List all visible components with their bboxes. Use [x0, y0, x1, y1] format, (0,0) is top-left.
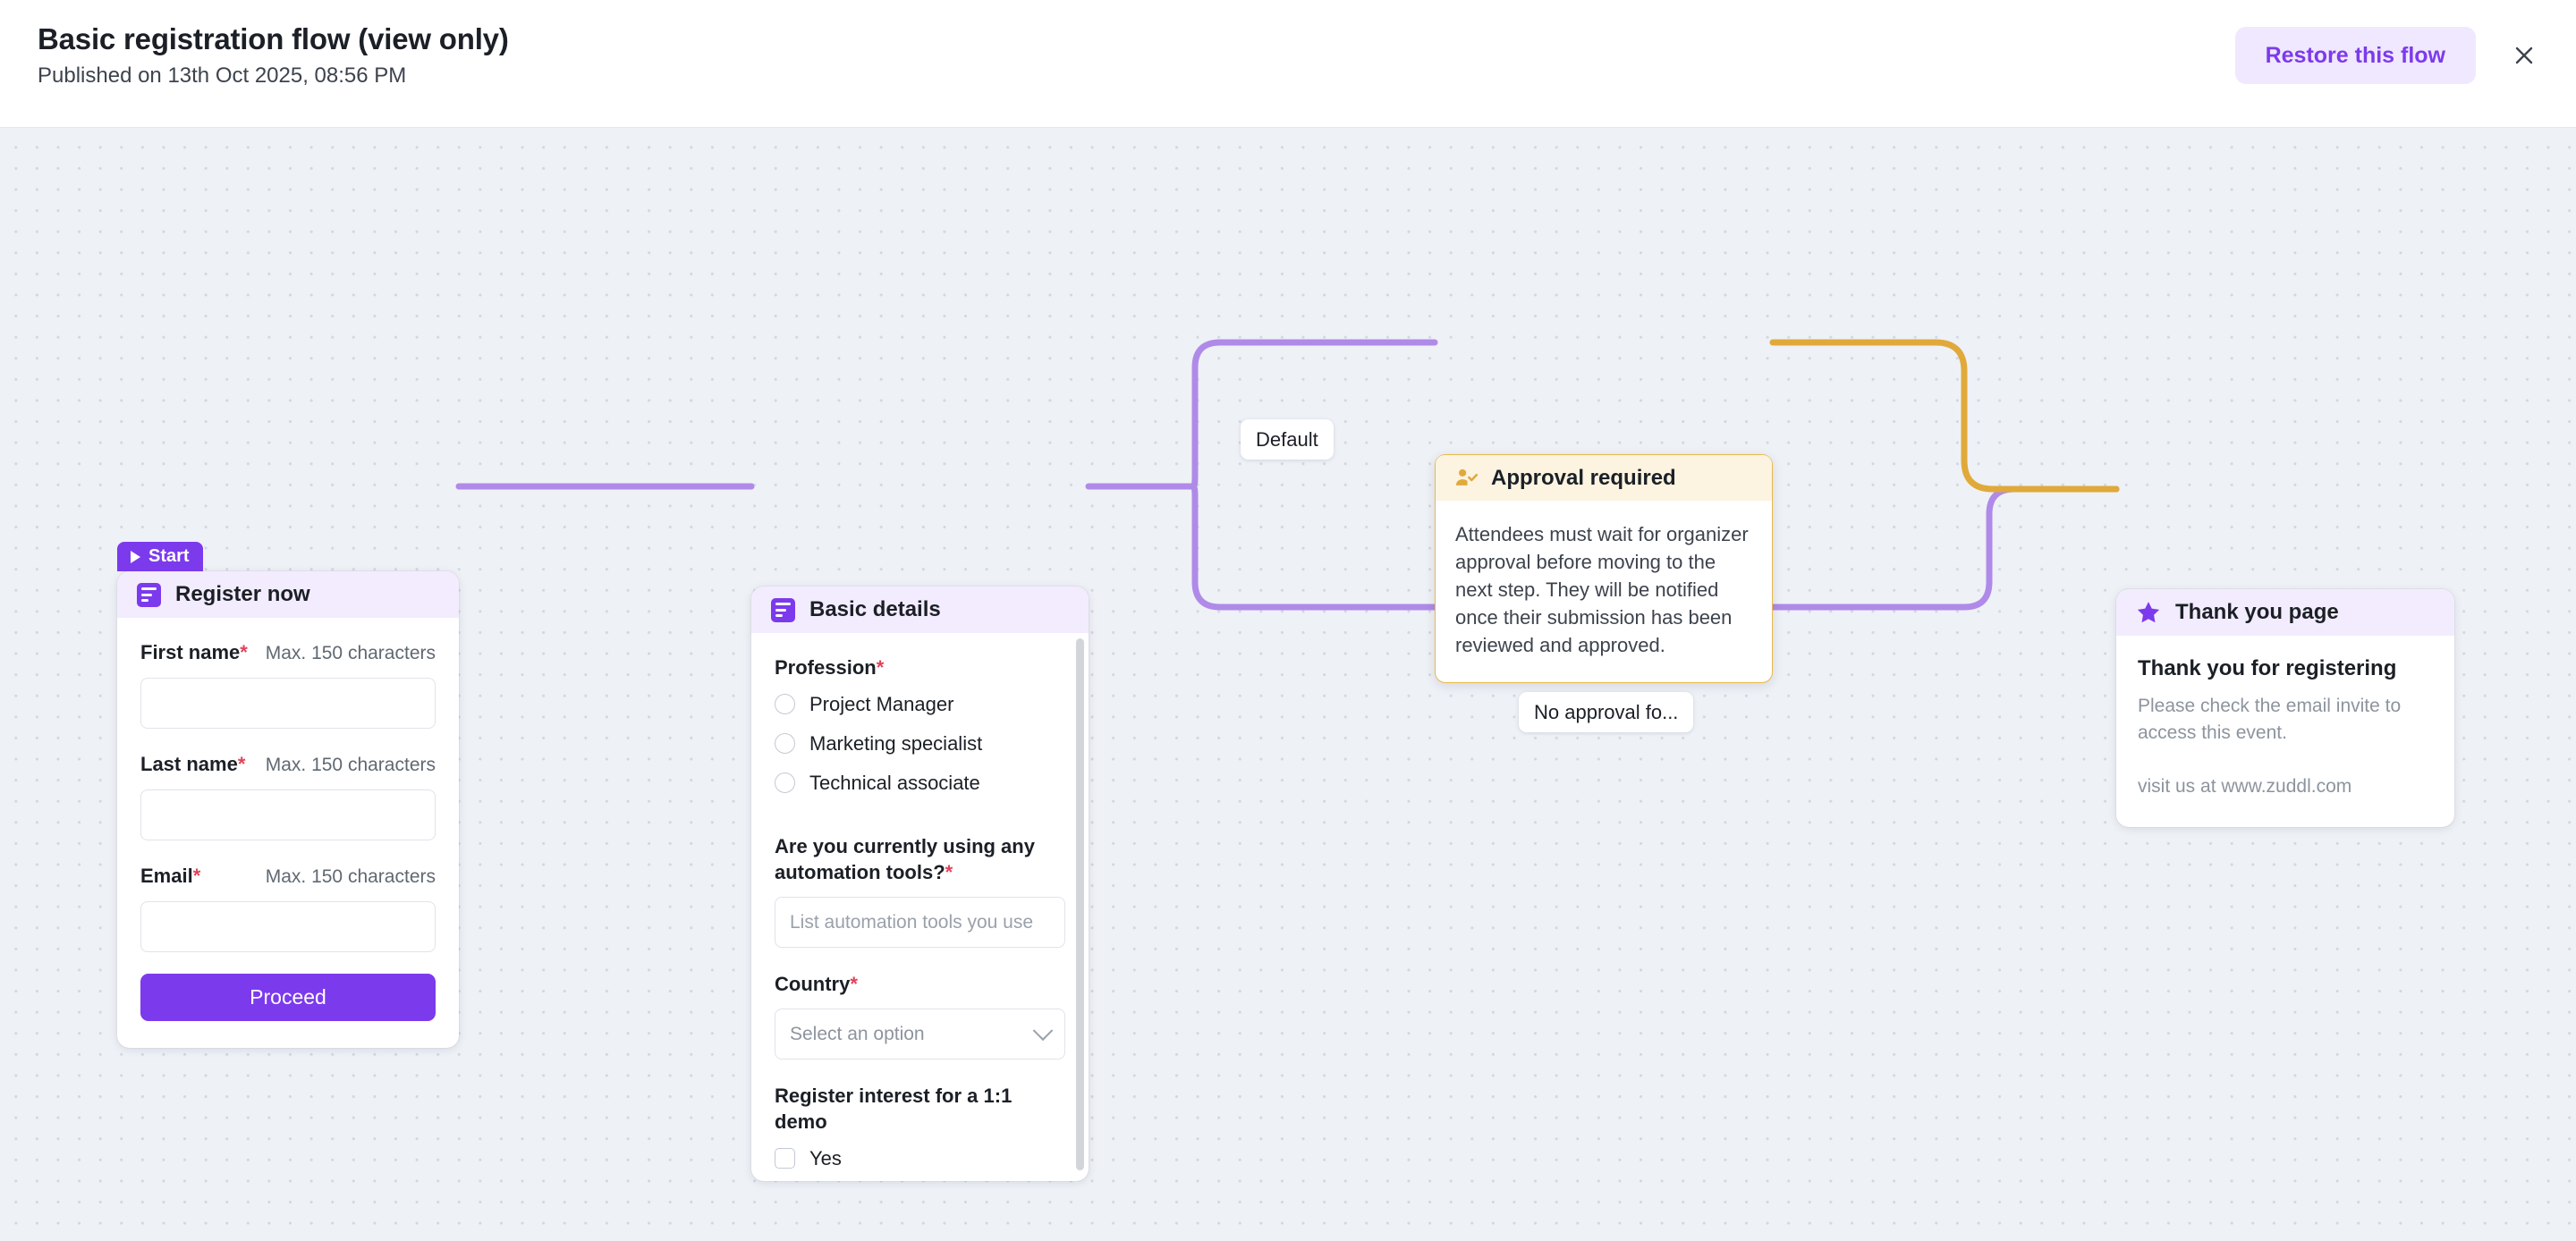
- restore-flow-button[interactable]: Restore this flow: [2234, 27, 2476, 84]
- spacer: [775, 810, 1065, 833]
- country-select[interactable]: Select an option: [775, 1009, 1065, 1059]
- header-titleblock: Basic registration flow (view only) Publ…: [38, 21, 509, 91]
- automation-tools-input[interactable]: [775, 897, 1065, 948]
- node-register-title: Register now: [175, 582, 310, 606]
- edge-label-default[interactable]: Default: [1241, 419, 1334, 460]
- radio-label: Technical associate: [809, 772, 980, 794]
- header-actions: Restore this flow: [2234, 27, 2544, 84]
- node-register-header: Register now: [117, 571, 459, 618]
- node-basic-details[interactable]: Basic details Profession* Project Manage…: [751, 587, 1089, 1181]
- country-label: Country*: [775, 973, 858, 995]
- node-thank-you-page[interactable]: Thank you page Thank you for registering…: [2116, 589, 2454, 827]
- spacer: [775, 1059, 1065, 1083]
- start-badge: Start: [117, 542, 203, 571]
- edge-label-no-approval[interactable]: No approval fo...: [1519, 692, 1694, 732]
- checkbox-yes[interactable]: Yes: [775, 1146, 1065, 1170]
- field-last-name-hint: Max. 150 characters: [265, 755, 436, 775]
- radio-project-manager[interactable]: Project Manager: [775, 692, 1065, 716]
- proceed-button[interactable]: Proceed: [140, 974, 436, 1021]
- last-name-input[interactable]: [140, 789, 436, 840]
- radio-marketing-specialist[interactable]: Marketing specialist: [775, 731, 1065, 756]
- spacer: [775, 948, 1065, 971]
- thankyou-link-text: visit us at www.zuddl.com: [2138, 776, 2352, 797]
- field-email-labelrow: Email* Max. 150 characters: [140, 865, 436, 889]
- node-thankyou-header: Thank you page: [2116, 589, 2454, 636]
- close-icon: [2511, 42, 2538, 69]
- radio-icon: [775, 733, 795, 754]
- demo-interest-label: Register interest for a 1:1 demo: [775, 1085, 1013, 1133]
- thankyou-text: Please check the email invite to access …: [2138, 696, 2402, 743]
- form-icon: [137, 582, 161, 607]
- field-email: Email* Max. 150 characters: [140, 865, 436, 952]
- field-last-name-labelrow: Last name* Max. 150 characters: [140, 753, 436, 777]
- node-basic-scroll-area[interactable]: Profession* Project Manager Marketing sp…: [751, 633, 1089, 1181]
- thankyou-heading: Thank you for registering: [2138, 656, 2397, 680]
- field-first-name: First name* Max. 150 characters: [140, 641, 436, 729]
- required-marker: *: [850, 973, 858, 995]
- checkbox-label: Yes: [809, 1147, 842, 1169]
- node-approval-header: Approval required: [1436, 455, 1772, 501]
- node-approval-body: Attendees must wait for organizer approv…: [1455, 523, 1749, 656]
- close-button[interactable]: [2504, 36, 2544, 75]
- chevron-down-icon: [1032, 1019, 1054, 1041]
- field-email-label: Email*: [140, 865, 201, 887]
- start-badge-label: Start: [148, 546, 190, 566]
- field-last-name: Last name* Max. 150 characters: [140, 753, 436, 840]
- field-email-hint: Max. 150 characters: [265, 866, 436, 887]
- form-icon: [771, 597, 795, 622]
- profession-label: Profession*: [775, 656, 885, 679]
- radio-icon: [775, 694, 795, 714]
- email-input[interactable]: [140, 901, 436, 952]
- required-marker: *: [237, 753, 246, 775]
- required-marker: *: [876, 656, 885, 679]
- required-marker: *: [192, 865, 201, 887]
- node-approval-required[interactable]: Approval required Attendees must wait fo…: [1435, 454, 1773, 683]
- published-subtitle: Published on 13th Oct 2025, 08:56 PM: [38, 63, 407, 88]
- node-basic-title: Basic details: [809, 597, 941, 621]
- radio-label: Marketing specialist: [809, 732, 983, 755]
- node-approval-title: Approval required: [1491, 465, 1676, 490]
- page-title: Basic registration flow (view only): [38, 22, 509, 55]
- app-header: Basic registration flow (view only) Publ…: [0, 0, 2576, 128]
- radio-icon: [775, 772, 795, 793]
- radio-technical-associate[interactable]: Technical associate: [775, 771, 1065, 795]
- node-register-body: First name* Max. 150 characters Last nam…: [117, 618, 459, 1048]
- automation-tools-label: Are you currently using any automation t…: [775, 835, 1035, 883]
- node-register-now[interactable]: Register now First name* Max. 150 charac…: [117, 571, 459, 1048]
- field-first-name-hint: Max. 150 characters: [265, 643, 436, 663]
- node-thankyou-body: Thank you for registering Please check t…: [2116, 636, 2454, 827]
- field-last-name-label: Last name*: [140, 753, 246, 775]
- checkbox-icon: [775, 1148, 795, 1169]
- first-name-input[interactable]: [140, 678, 436, 729]
- country-select-value: Select an option: [790, 1023, 925, 1044]
- flow-canvas[interactable]: Default No approval fo... Start Register…: [0, 128, 2576, 1241]
- required-marker: *: [945, 861, 953, 883]
- node-basic-header: Basic details: [751, 587, 1089, 633]
- user-check-icon: [1453, 466, 1478, 490]
- field-first-name-labelrow: First name* Max. 150 characters: [140, 641, 436, 665]
- node-thankyou-title: Thank you page: [2175, 600, 2339, 624]
- node-basic-scrollbar[interactable]: [1076, 638, 1084, 1170]
- play-icon: [131, 550, 140, 563]
- required-marker: *: [240, 641, 248, 663]
- star-icon: [2136, 600, 2161, 625]
- radio-label: Project Manager: [809, 693, 954, 715]
- field-first-name-label: First name*: [140, 641, 248, 663]
